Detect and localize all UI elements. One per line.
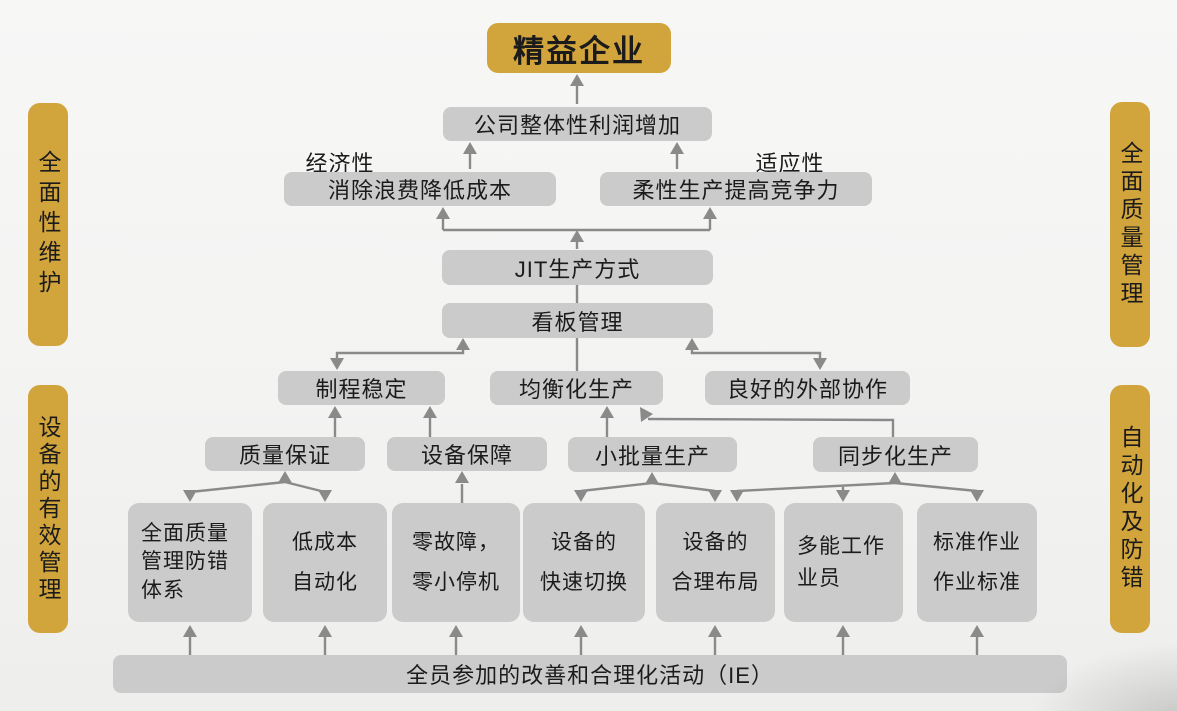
external-cooperation-box: 良好的外部协作 <box>705 371 910 405</box>
kanban-management-box: 看板管理 <box>442 303 713 338</box>
arrow-kanban-cooperation <box>685 338 827 370</box>
low-cost-automation-box: 低成本 自动化 <box>263 503 387 622</box>
arrow-sync-branch <box>730 472 984 502</box>
leveled-production-box: 均衡化生产 <box>490 371 663 405</box>
kaizen-base-bar: 全员参加的改善和合理化活动（IE） <box>113 655 1067 693</box>
arrow-equipment-to-process <box>423 406 437 437</box>
arrow-kanban-process <box>330 338 470 370</box>
eliminate-waste-cost-box: 消除浪费降低成本 <box>284 172 556 206</box>
adaptability-label: 适应性 <box>755 151 825 176</box>
equipment-guarantee-box: 设备保障 <box>387 437 547 471</box>
arrow-zerofailure-to-equipment <box>455 471 469 503</box>
lean-enterprise-box: 精益企业 <box>487 23 671 73</box>
arrow-quality-branch <box>183 471 332 502</box>
sidebar-automation-mistake-proofing: 自动化及防错 <box>1110 385 1150 633</box>
arrow-sync-to-leveled <box>640 407 895 437</box>
arrow-base-to-row5 <box>183 625 984 655</box>
arrow-smallbatch-branch <box>574 472 722 502</box>
arrow-profit-to-apex <box>570 74 584 104</box>
economy-label: 经济性 <box>305 151 375 176</box>
arrow-cost-to-profit <box>463 142 477 169</box>
standard-operations-box: 标准作业 作业标准 <box>917 503 1037 622</box>
rational-layout-box: 设备的 合理布局 <box>656 503 775 622</box>
flexible-production-box: 柔性生产提高竞争力 <box>600 172 872 206</box>
arrow-smallbatch-to-leveled <box>600 406 614 437</box>
small-batch-production-box: 小批量生产 <box>568 437 737 472</box>
overall-profit-box: 公司整体性利润增加 <box>443 107 712 141</box>
arrow-quality-to-process <box>328 406 342 437</box>
arrow-jit-branch <box>436 207 717 249</box>
tqm-mistake-proofing-box: 全面质量管理防错体系 <box>128 503 252 622</box>
multi-skilled-worker-box: 多能工作业员 <box>784 503 903 622</box>
sidebar-total-quality-management: 全面质量管理 <box>1110 102 1150 347</box>
quality-assurance-box: 质量保证 <box>205 437 365 471</box>
process-stability-box: 制程稳定 <box>278 371 445 405</box>
quick-changeover-box: 设备的 快速切换 <box>523 503 645 622</box>
zero-failure-box: 零故障， 零小停机 <box>392 503 520 622</box>
jit-production-box: JIT生产方式 <box>442 250 713 285</box>
sidebar-total-maintenance: 全面性维护 <box>28 103 68 346</box>
synchronized-production-box: 同步化生产 <box>813 437 978 472</box>
arrow-flex-to-profit <box>670 142 684 169</box>
sidebar-effective-equipment-management: 设备的有效管理 <box>28 385 68 633</box>
